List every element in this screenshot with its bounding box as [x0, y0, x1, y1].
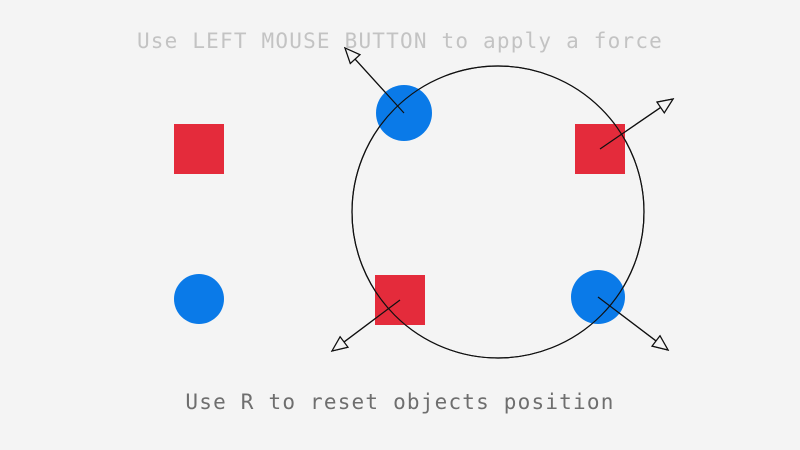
- hint-reset-objects: Use R to reset objects position: [185, 390, 615, 414]
- force-ball-top-arrowhead-overlay: [343, 46, 361, 65]
- hint-apply-force: Use LEFT MOUSE BUTTON to apply a force: [136, 29, 664, 53]
- container-boundary-circle-overlay: [351, 65, 645, 359]
- force-box-bottom-arrowhead-overlay: [330, 335, 349, 352]
- force-ball-bottom-right-arrowhead-overlay: [651, 334, 670, 351]
- blue-ball-bottom-left[interactable]: [174, 274, 224, 324]
- red-box-left[interactable]: [174, 124, 224, 174]
- force-box-right-arrowhead-overlay: [655, 98, 675, 114]
- rigid-body-layer[interactable]: [174, 46, 675, 359]
